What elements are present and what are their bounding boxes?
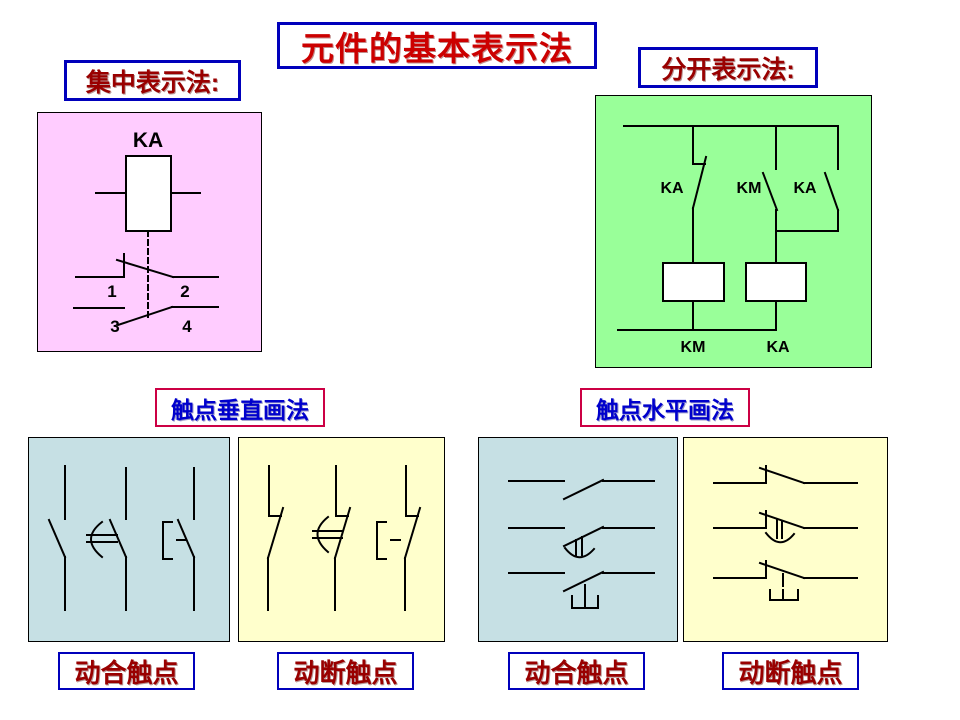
separated-method-label: 分开表示法: bbox=[638, 47, 818, 88]
no-contact-km bbox=[761, 125, 779, 264]
centralized-diagram-panel: KA 1 2 3 4 bbox=[37, 112, 262, 352]
nc-contact-plain bbox=[266, 465, 285, 611]
nc-contact-symbol bbox=[75, 253, 219, 279]
terminal-2-label: 2 bbox=[180, 282, 189, 301]
contact-middle-label: KM bbox=[737, 180, 762, 197]
vertical-no-contacts-panel bbox=[28, 437, 230, 642]
no-contact-with-manual-actuator bbox=[162, 467, 196, 611]
page-title-text: 元件的基本表示法 bbox=[301, 29, 573, 67]
arrow-head-arc bbox=[764, 531, 796, 544]
no-contact-plain bbox=[47, 465, 67, 611]
vertical-nc-text: 动断触点 bbox=[293, 657, 398, 688]
terminal-1-label: 1 bbox=[107, 282, 116, 301]
coil-ka-symbol bbox=[745, 262, 807, 331]
horizontal-nc-contacts-panel bbox=[683, 437, 888, 642]
no-contact-with-return-arrow bbox=[86, 467, 128, 611]
centralized-method-label: 集中表示法: bbox=[64, 60, 241, 101]
contact-right-label: KA bbox=[793, 180, 817, 197]
vertical-no-contacts-diagram bbox=[47, 465, 196, 611]
centralized-method-text: 集中表示法: bbox=[85, 68, 220, 97]
relay-coil-symbol bbox=[95, 155, 201, 232]
no-contact-with-manual-actuator bbox=[508, 570, 655, 609]
horizontal-nc-label: 动断触点 bbox=[722, 652, 859, 690]
page-title: 元件的基本表示法 bbox=[277, 22, 597, 69]
nc-contact-with-return-arrow bbox=[312, 465, 352, 611]
centralized-diagram: KA 1 2 3 4 bbox=[73, 129, 219, 336]
horizontal-no-text: 动合触点 bbox=[524, 657, 629, 688]
vertical-no-text: 动合触点 bbox=[74, 657, 179, 688]
arrow-head-arc bbox=[316, 515, 330, 554]
nc-contact-with-manual-actuator bbox=[713, 560, 858, 601]
vertical-no-label: 动合触点 bbox=[58, 652, 195, 690]
nc-contact-with-manual-actuator bbox=[376, 465, 422, 611]
horizontal-no-contacts-diagram bbox=[508, 478, 655, 609]
separated-method-text: 分开表示法: bbox=[661, 55, 795, 84]
vertical-nc-contacts-diagram bbox=[266, 465, 422, 611]
vertical-method-label: 触点垂直画法 bbox=[155, 388, 325, 427]
horizontal-method-label: 触点水平画法 bbox=[580, 388, 750, 427]
nc-contact-with-return-arrow bbox=[713, 510, 858, 544]
arrow-head-arc bbox=[90, 520, 104, 559]
horizontal-method-text: 触点水平画法 bbox=[596, 396, 734, 423]
coil-km-symbol bbox=[662, 262, 725, 331]
terminal-4-label: 4 bbox=[182, 317, 192, 336]
horizontal-no-contacts-panel bbox=[478, 437, 678, 642]
separated-diagram-panel: KA KM KA KM KA bbox=[595, 95, 872, 368]
nc-contact-plain bbox=[713, 465, 858, 485]
vertical-nc-label: 动断触点 bbox=[277, 652, 414, 690]
nc-contact-ka bbox=[691, 125, 708, 264]
coil-right-label: KA bbox=[766, 339, 790, 356]
arrow-head-arc bbox=[563, 546, 596, 559]
no-contact-plain bbox=[508, 478, 655, 501]
terminal-3-label: 3 bbox=[110, 317, 119, 336]
horizontal-nc-text: 动断触点 bbox=[738, 657, 843, 688]
separated-diagram: KA KM KA KM KA bbox=[617, 125, 840, 356]
no-contact-symbol bbox=[73, 305, 219, 327]
coil-left-label: KM bbox=[681, 339, 706, 356]
horizontal-nc-contacts-diagram bbox=[713, 465, 858, 601]
vertical-method-text: 触点垂直画法 bbox=[171, 396, 309, 423]
no-contact-ka-right bbox=[775, 125, 840, 232]
vertical-nc-contacts-panel bbox=[238, 437, 445, 642]
horizontal-no-label: 动合触点 bbox=[508, 652, 645, 690]
no-contact-with-return-arrow bbox=[508, 525, 655, 559]
relay-coil-label: KA bbox=[133, 129, 163, 152]
contact-left-label: KA bbox=[660, 180, 684, 197]
